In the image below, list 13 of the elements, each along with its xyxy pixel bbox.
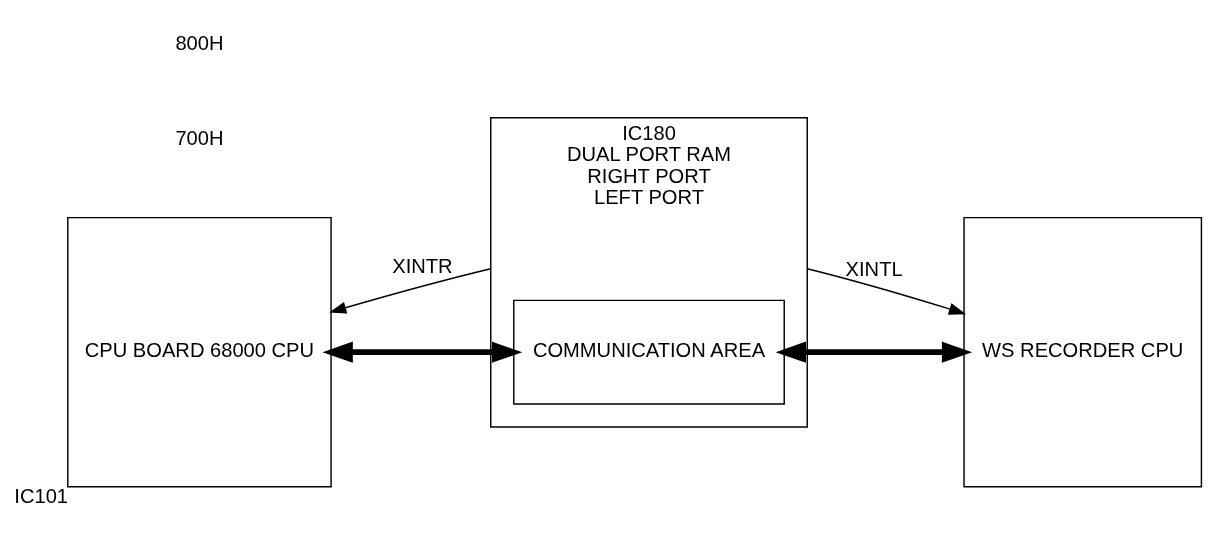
node-box: CPU BOARD 68000 CPU bbox=[67, 216, 332, 487]
label: 700H bbox=[175, 126, 224, 149]
edge-label: XINTR bbox=[392, 254, 453, 277]
node-box: COMMUNICATION AREA bbox=[513, 299, 785, 405]
arrow bbox=[806, 267, 967, 315]
edge-label: XINTL bbox=[845, 257, 903, 280]
arrow bbox=[329, 267, 492, 313]
label: 800H bbox=[175, 31, 224, 54]
node-label: IC101 bbox=[14, 484, 69, 507]
node-box: WS RECORDER CPU bbox=[963, 216, 1203, 487]
arrow bbox=[775, 341, 973, 363]
node-label: IC180 bbox=[622, 121, 676, 144]
arrow bbox=[322, 341, 523, 363]
